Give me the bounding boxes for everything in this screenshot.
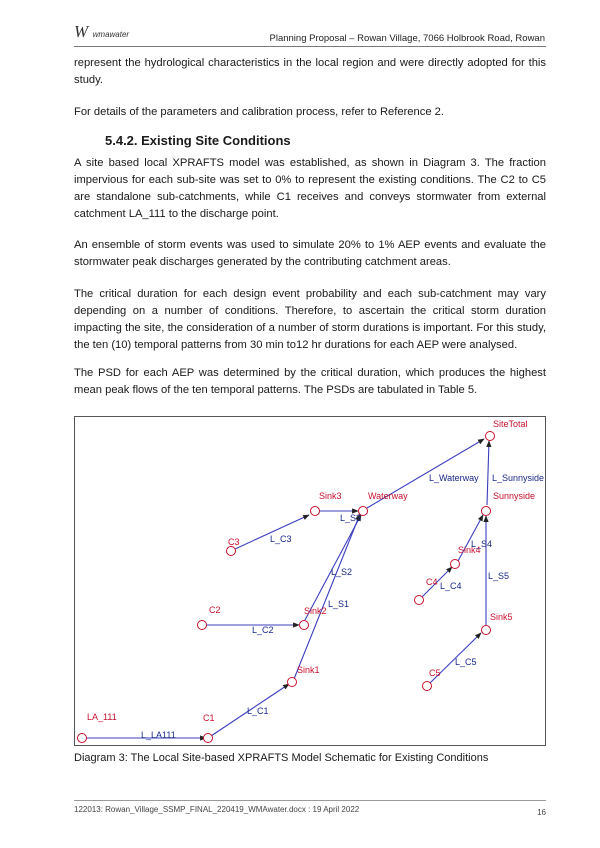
link-s4 xyxy=(457,514,484,562)
label-l-s5: L_S5 xyxy=(488,571,509,581)
node-la111 xyxy=(77,733,87,743)
node-sink1 xyxy=(287,677,297,687)
node-c2 xyxy=(197,620,207,630)
label-sink1: Sink1 xyxy=(297,665,320,675)
footer-filename: 122013: Rowan_Village_SSMP_FINAL_220419_… xyxy=(74,805,360,814)
label-l-waterway: L_Waterway xyxy=(429,473,479,483)
link-c4 xyxy=(421,566,453,598)
page-number: 16 xyxy=(537,808,546,817)
link-c1 xyxy=(210,683,290,737)
paragraph-2: For details of the parameters and calibr… xyxy=(74,106,444,118)
label-l-c2: L_C2 xyxy=(252,625,274,635)
label-l-c1: L_C1 xyxy=(247,706,269,716)
paragraph-3: A site based local XPRAFTS model was est… xyxy=(74,157,546,220)
label-l-s2: L_S2 xyxy=(331,567,352,577)
label-c5: C5 xyxy=(429,668,441,678)
label-sunnyside: Sunnyside xyxy=(493,491,535,501)
link-c3 xyxy=(234,514,310,550)
node-sunnyside xyxy=(481,506,491,516)
label-l-la111: L_LA111 xyxy=(141,730,176,740)
paragraph-6: The PSD for each AEP was determined by t… xyxy=(74,367,546,396)
label-waterway: Waterway xyxy=(368,491,408,501)
node-waterway xyxy=(358,506,368,516)
link-waterway xyxy=(366,438,485,509)
schematic-svg: SiteTotal Sink3 Waterway Sunnyside C3 Si… xyxy=(77,419,544,743)
node-sink5 xyxy=(481,625,491,635)
node-c3 xyxy=(226,546,236,556)
label-c2: C2 xyxy=(209,605,221,615)
label-l-s3: L_S3 xyxy=(340,513,361,523)
label-l-c5: L_C5 xyxy=(455,657,477,667)
paragraph-1: represent the hydrological characteristi… xyxy=(74,57,546,86)
node-sink4 xyxy=(450,559,460,569)
company-logo: W wmawater xyxy=(74,22,144,46)
logo-mark: W xyxy=(74,22,89,41)
footer-divider xyxy=(74,800,546,801)
link-sunnyside xyxy=(486,440,492,506)
link-s1 xyxy=(293,513,361,680)
node-sitetotal xyxy=(485,431,495,441)
header-title: Planning Proposal – Rowan Village, 7066 … xyxy=(269,33,546,44)
link-s2 xyxy=(304,514,362,621)
label-l-s4: L_S4 xyxy=(471,539,492,549)
logo-wordmark: wmawater xyxy=(92,30,130,39)
label-c1: C1 xyxy=(203,713,215,723)
node-c1 xyxy=(203,733,213,743)
label-l-c4: L_C4 xyxy=(440,581,462,591)
label-l-sunnyside: L_Sunnyside xyxy=(492,473,544,483)
label-sitetotal: SiteTotal xyxy=(493,419,528,429)
node-sink2 xyxy=(299,620,309,630)
label-c4: C4 xyxy=(426,577,438,587)
header-divider xyxy=(74,46,546,47)
section-heading: 5.4.2. Existing Site Conditions xyxy=(105,133,291,148)
link-c5 xyxy=(429,632,482,684)
xprafts-schematic: SiteTotal Sink3 Waterway Sunnyside C3 Si… xyxy=(74,416,546,746)
label-sink4: Sink4 xyxy=(458,545,481,555)
label-sink2: Sink2 xyxy=(304,606,327,616)
diagram-caption: Diagram 3: The Local Site-based XPRAFTS … xyxy=(74,752,489,764)
node-sink3 xyxy=(310,506,320,516)
label-la111: LA_111 xyxy=(87,712,117,722)
node-c5 xyxy=(422,681,432,691)
paragraph-4: An ensemble of storm events was used to … xyxy=(74,239,546,268)
paragraph-5: The critical duration for each design ev… xyxy=(74,288,546,351)
label-l-s1: L_S1 xyxy=(328,599,349,609)
label-sink3: Sink3 xyxy=(319,491,342,501)
label-c3: C3 xyxy=(228,537,240,547)
label-l-c3: L_C3 xyxy=(270,534,292,544)
node-c4 xyxy=(414,595,424,605)
label-sink5: Sink5 xyxy=(490,612,513,622)
